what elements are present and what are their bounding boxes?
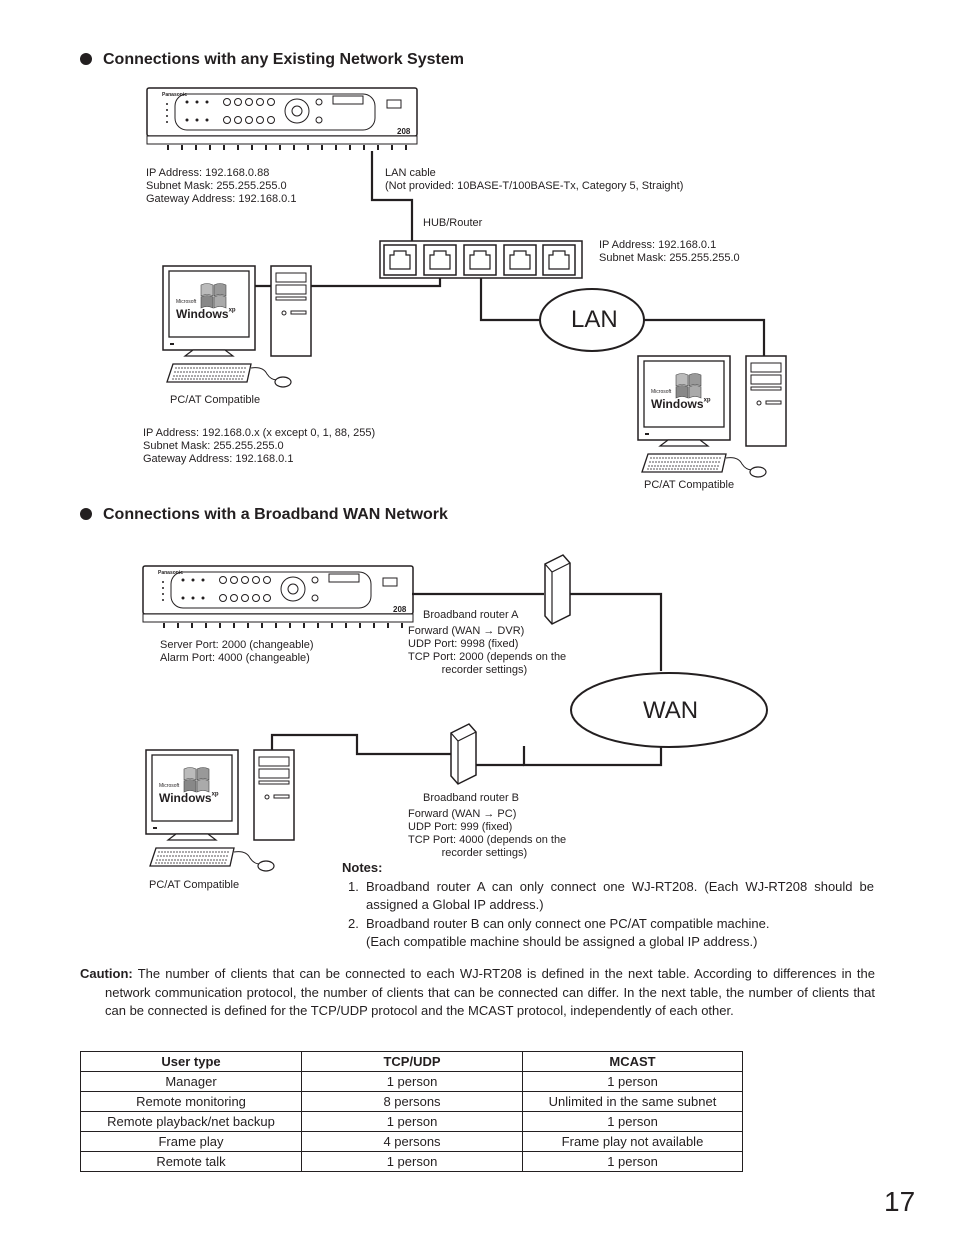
table-cell: 1 person <box>522 1151 743 1172</box>
note-number: 1. <box>348 879 359 894</box>
table-header-row: User type TCP/UDP MCAST <box>80 1051 743 1072</box>
note-text: Broadband router B can only connect one … <box>366 916 770 949</box>
windows-logo-1: Microsoft Windowsxp <box>176 299 236 321</box>
client-limits-table: User type TCP/UDP MCAST Manager 1 person… <box>80 1051 743 1172</box>
note-item: 2. Broadband router B can only connect o… <box>348 915 874 951</box>
column-header: TCP/UDP <box>301 1051 523 1072</box>
table-cell: 1 person <box>522 1111 743 1132</box>
pc-3 <box>145 749 295 872</box>
table-cell: Frame play <box>80 1131 302 1152</box>
pc2-caption: PC/AT Compatible <box>644 479 735 491</box>
table-row: Remote talk 1 person 1 person <box>80 1151 743 1172</box>
table-cell: 1 person <box>301 1111 523 1132</box>
router-b-info: Forward (WAN → PC) UDP Port: 999 (fixed)… <box>408 808 567 859</box>
table-cell: Remote monitoring <box>80 1091 302 1112</box>
dvr-unit-1 <box>146 87 418 151</box>
table-cell: Manager <box>80 1071 302 1092</box>
router-a-info: Forward (WAN → DVR) UDP Port: 9998 (fixe… <box>408 625 567 676</box>
hub-ip-label: IP Address: 192.168.0.1 Subnet Mask: 255… <box>599 239 740 264</box>
wan-text: WAN <box>643 697 699 724</box>
broadband-router-a <box>544 554 571 625</box>
lan-cloud <box>539 288 645 352</box>
dvr-brand-1: Panasonic <box>162 92 188 98</box>
pc-2 <box>637 355 787 478</box>
table-cell: 8 persons <box>301 1091 523 1112</box>
lan-text: LAN <box>571 306 618 333</box>
dvr-model-1: 208 <box>397 127 411 136</box>
page-number: 17 <box>884 1186 916 1217</box>
section1-heading: Connections with any Existing Network Sy… <box>80 51 464 69</box>
note-text: Broadband router A can only connect one … <box>366 879 874 912</box>
dvr-ip-label: IP Address: 192.168.0.88 Subnet Mask: 25… <box>146 167 297 205</box>
pc3-caption: PC/AT Compatible <box>149 879 240 891</box>
table-cell: Remote talk <box>80 1151 302 1172</box>
router-a-label: Broadband router A <box>423 609 519 621</box>
wan-cloud <box>570 672 768 748</box>
caution-label: Caution: <box>80 966 133 981</box>
caution-text: The number of clients that can be connec… <box>105 966 875 1018</box>
router-b-label: Broadband router B <box>423 792 520 804</box>
bullet-icon <box>80 53 92 65</box>
column-header: MCAST <box>522 1051 743 1072</box>
windows-logo-2: Microsoft Windowsxp <box>651 389 711 411</box>
hub-label: HUB/Router <box>423 217 483 229</box>
pc1-ip-label: IP Address: 192.168.0.x (x except 0, 1, … <box>143 427 376 465</box>
table-row: Manager 1 person 1 person <box>80 1071 743 1092</box>
dvr-brand-2: Panasonic <box>158 570 184 576</box>
table-cell: Frame play not available <box>522 1131 743 1152</box>
bullet-icon <box>80 508 92 520</box>
table-row: Remote monitoring 8 persons Unlimited in… <box>80 1091 743 1112</box>
windows-logo-3: Microsoft Windowsxp <box>159 783 219 805</box>
table-row: Frame play 4 persons Frame play not avai… <box>80 1131 743 1152</box>
lan-cable-label: LAN cable (Not provided: 10BASE-T/100BAS… <box>385 167 684 192</box>
caution-paragraph: Caution: The number of clients that can … <box>80 965 875 1021</box>
table-cell: 4 persons <box>301 1131 523 1152</box>
broadband-router-b <box>450 723 477 785</box>
column-header: User type <box>80 1051 302 1072</box>
note-item: 1. Broadband router A can only connect o… <box>348 878 874 914</box>
dvr-model-2: 208 <box>393 605 407 614</box>
section2-heading: Connections with a Broadband WAN Network <box>80 506 448 524</box>
notes-title: Notes: <box>342 860 383 875</box>
table-row: Remote playback/net backup 1 person 1 pe… <box>80 1111 743 1132</box>
dvr-unit-2 <box>142 565 414 629</box>
table-cell: Remote playback/net backup <box>80 1111 302 1132</box>
pc1-caption: PC/AT Compatible <box>170 394 261 406</box>
hub-router <box>379 240 583 279</box>
pc-1 <box>162 265 312 388</box>
table-cell: Unlimited in the same subnet <box>522 1091 743 1112</box>
table-cell: 1 person <box>301 1071 523 1092</box>
note-number: 2. <box>348 916 359 931</box>
dvr-ports-label: Server Port: 2000 (changeable) Alarm Por… <box>160 639 314 664</box>
table-cell: 1 person <box>301 1151 523 1172</box>
table-cell: 1 person <box>522 1071 743 1092</box>
